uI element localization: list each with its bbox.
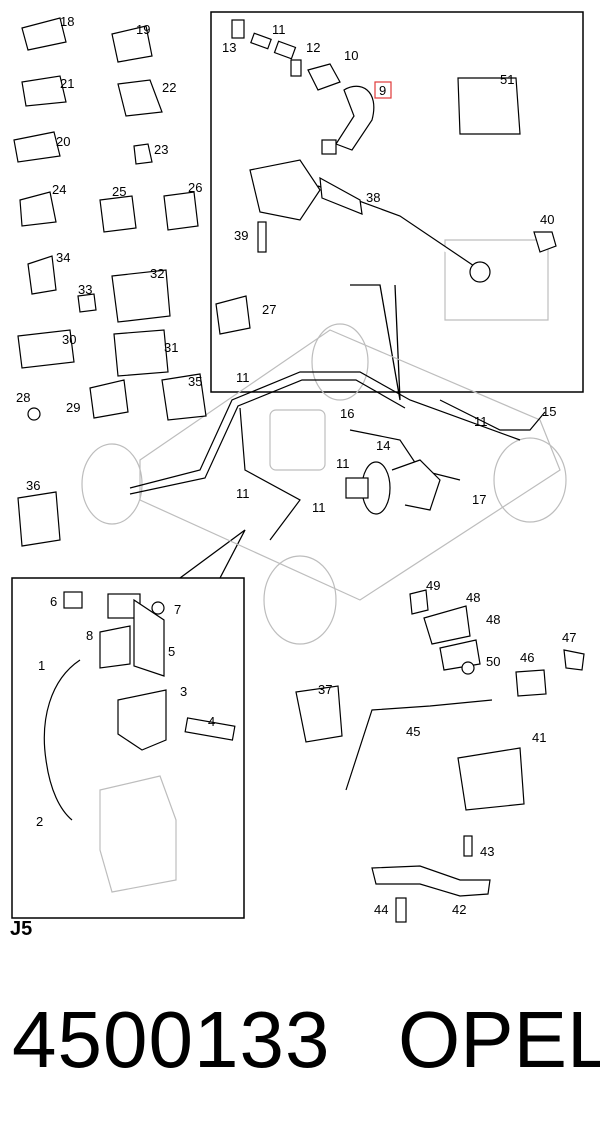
callout: 11 bbox=[336, 456, 350, 471]
callout: 43 bbox=[480, 844, 494, 859]
callout: 7 bbox=[174, 602, 181, 617]
callout: 29 bbox=[66, 400, 80, 415]
brake-lines bbox=[129, 371, 546, 541]
callout: 8 bbox=[86, 628, 93, 643]
callout: 11 bbox=[474, 414, 488, 429]
callout-highlighted: 9 bbox=[379, 83, 386, 98]
callout: 11 bbox=[236, 370, 250, 385]
callout: 35 bbox=[188, 374, 202, 389]
callout: 19 bbox=[136, 22, 150, 37]
callout: 28 bbox=[16, 390, 30, 405]
callout: 26 bbox=[188, 180, 202, 195]
callout: 18 bbox=[60, 14, 74, 29]
callout: 14 bbox=[376, 438, 390, 453]
callout: 12 bbox=[306, 40, 320, 55]
callout: 13 bbox=[222, 40, 236, 55]
callout: 1 bbox=[38, 658, 45, 673]
callout: 11 bbox=[272, 22, 286, 37]
callout: 23 bbox=[154, 142, 168, 157]
callout: 32 bbox=[150, 266, 164, 281]
callout: 30 bbox=[62, 332, 76, 347]
detail-box-bottom-pointer bbox=[179, 529, 246, 579]
callout: 49 bbox=[426, 578, 440, 593]
callout: 48 bbox=[486, 612, 500, 627]
section-code: J5 bbox=[10, 918, 33, 940]
brand-name: OPEL bbox=[398, 995, 600, 1084]
callout: 16 bbox=[340, 406, 354, 421]
callout: 42 bbox=[452, 902, 466, 917]
detail-box-bottom bbox=[11, 577, 245, 919]
callout: 31 bbox=[164, 340, 178, 355]
callout: 15 bbox=[542, 404, 556, 419]
callout: 36 bbox=[26, 478, 40, 493]
callout: 20 bbox=[56, 134, 70, 149]
callout: 45 bbox=[406, 724, 420, 739]
callout: 48 bbox=[466, 590, 480, 605]
callout: 3 bbox=[180, 684, 187, 699]
callout: 50 bbox=[486, 654, 500, 669]
callout: 10 bbox=[344, 48, 358, 63]
callout: 47 bbox=[562, 630, 576, 645]
highlighted-callout-box[interactable]: 9 bbox=[374, 81, 392, 99]
callout: 27 bbox=[262, 302, 276, 317]
callout: 11 bbox=[236, 486, 250, 501]
exploded-parts-diagram: 18 19 21 22 20 23 24 25 26 34 33 32 27 3… bbox=[11, 11, 585, 923]
callout: 22 bbox=[162, 80, 176, 95]
callout-labels: 18 19 21 22 20 23 24 25 26 34 33 32 27 3… bbox=[16, 14, 576, 917]
callout: 40 bbox=[540, 212, 554, 227]
callout: 37 bbox=[318, 682, 332, 697]
part-number: 4500133 bbox=[12, 995, 331, 1084]
callout: 39 bbox=[234, 228, 248, 243]
clip-parts bbox=[13, 17, 251, 547]
callout: 2 bbox=[36, 814, 43, 829]
sensor-parts bbox=[295, 589, 585, 923]
callout: 38 bbox=[366, 190, 380, 205]
callout: 34 bbox=[56, 250, 70, 265]
callout: 33 bbox=[78, 282, 92, 297]
vehicle-ghost bbox=[81, 239, 567, 645]
callout: 6 bbox=[50, 594, 57, 609]
callout: 4 bbox=[208, 714, 215, 729]
callout: 25 bbox=[112, 184, 126, 199]
callout: 24 bbox=[52, 182, 66, 197]
top-detail-parts bbox=[231, 19, 557, 283]
callout: 5 bbox=[168, 644, 175, 659]
callout: 41 bbox=[532, 730, 546, 745]
callout: 51 bbox=[500, 72, 514, 87]
callout: 46 bbox=[520, 650, 534, 665]
callout: 17 bbox=[472, 492, 486, 507]
detail-box-top-pointer bbox=[350, 284, 401, 401]
callout: 11 bbox=[312, 500, 326, 515]
callout: 21 bbox=[60, 76, 74, 91]
brake-booster bbox=[345, 459, 441, 515]
caliper-detail-parts bbox=[43, 591, 236, 893]
detail-box-top bbox=[210, 11, 584, 393]
callout: 44 bbox=[374, 902, 388, 917]
